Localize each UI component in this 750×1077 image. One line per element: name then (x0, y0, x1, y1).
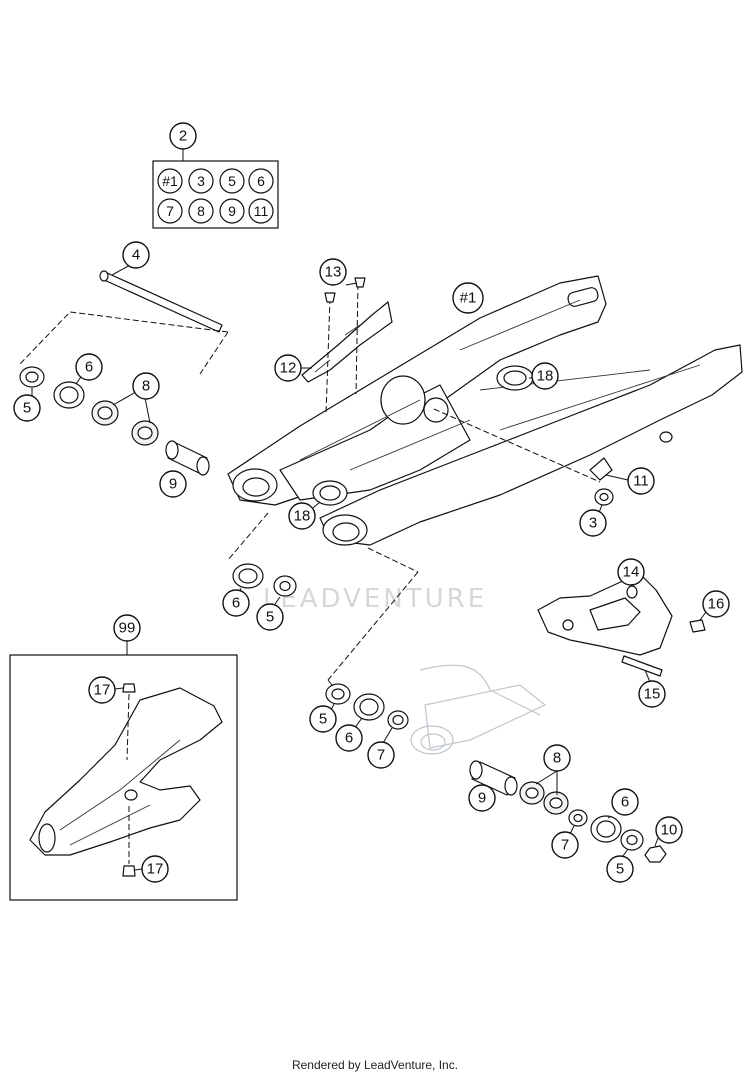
svg-text:5: 5 (266, 609, 274, 626)
pivot-stack-lower-left (227, 512, 419, 605)
kit-item-7[interactable]: 9 (219, 198, 245, 224)
callout-bolt-15[interactable]: 15 (638, 680, 666, 708)
callout-frame-1[interactable]: #1 (452, 282, 484, 314)
svg-text:11: 11 (254, 203, 269, 219)
svg-text:3: 3 (197, 173, 205, 189)
callout-nut-10[interactable]: 10 (655, 816, 683, 844)
svg-text:6: 6 (232, 595, 240, 612)
kit-item-8[interactable]: 11 (248, 198, 274, 224)
callout-bush-5c[interactable]: 5 (309, 705, 337, 733)
svg-text:17: 17 (147, 861, 164, 878)
svg-text:6: 6 (621, 794, 629, 811)
svg-text:#1: #1 (460, 290, 477, 307)
pivot-stack-lower-right (325, 683, 667, 863)
callout-bush-3[interactable]: 3 (579, 509, 607, 537)
svg-text:5: 5 (23, 400, 31, 417)
callout-seal-6b[interactable]: 6 (222, 589, 250, 617)
svg-text:8: 8 (197, 203, 205, 219)
callout-seal-6a[interactable]: 6 (75, 353, 103, 381)
callout-pin-4[interactable]: 4 (122, 241, 150, 269)
callout-bush-5a[interactable]: 5 (13, 394, 41, 422)
callout-bearing-8b[interactable]: 8 (543, 744, 571, 772)
svg-text:6: 6 (85, 359, 93, 376)
svg-text:5: 5 (616, 861, 624, 878)
swingarm-frame-part (227, 275, 743, 546)
kit-item-1[interactable]: #1 (157, 168, 183, 194)
svg-text:9: 9 (228, 203, 236, 219)
callout-bush-5b[interactable]: 5 (256, 603, 284, 631)
svg-text:6: 6 (257, 173, 265, 189)
callout-bush-18a[interactable]: 18 (531, 362, 559, 390)
svg-text:3: 3 (589, 515, 597, 532)
callout-sleeve-9b[interactable]: 9 (468, 784, 496, 812)
svg-text:9: 9 (169, 476, 177, 493)
callout-sleeve-9a[interactable]: 9 (159, 470, 187, 498)
svg-text:10: 10 (661, 822, 678, 839)
svg-text:9: 9 (478, 790, 486, 807)
chain-slider-plate-part (301, 277, 393, 415)
swingarm-ghost-outline (410, 664, 547, 755)
svg-text:13: 13 (325, 264, 342, 281)
callout-bolt-13[interactable]: 13 (319, 258, 347, 286)
watermark-text: LEADVENTURE (263, 584, 487, 614)
pivot-axis-line (433, 408, 601, 483)
callout-screw-16[interactable]: 16 (702, 590, 730, 618)
callout-bush-5d[interactable]: 5 (606, 855, 634, 883)
callout-plate-12[interactable]: 12 (274, 354, 302, 382)
svg-text:8: 8 (142, 378, 150, 395)
kit-box: #1 3 5 6 7 8 9 11 (152, 149, 279, 229)
footer-credit: Rendered by LeadVenture, Inc. (291, 1058, 459, 1072)
kit-item-4[interactable]: 6 (248, 168, 274, 194)
svg-text:8: 8 (553, 750, 561, 767)
callout-guide-14[interactable]: 14 (617, 558, 645, 586)
callout-washer-7a[interactable]: 7 (367, 741, 395, 769)
callout-washer-7b[interactable]: 7 (551, 831, 579, 859)
callout-seal-6d[interactable]: 6 (611, 788, 639, 816)
bush-18-parts (312, 365, 534, 509)
svg-text:6: 6 (345, 730, 353, 747)
callout-ring-11[interactable]: 11 (627, 467, 655, 495)
svg-text:7: 7 (561, 837, 569, 854)
callout-seal-6c[interactable]: 6 (335, 724, 363, 752)
callout-screw-17b[interactable]: 17 (141, 855, 169, 883)
svg-text:11: 11 (633, 473, 649, 490)
chain-guide-part (537, 573, 707, 683)
accessory-box (9, 641, 238, 901)
assembly-bracket-upper (17, 311, 229, 375)
svg-text:2: 2 (179, 128, 187, 145)
svg-text:18: 18 (294, 508, 311, 525)
pivot-stack-left (19, 366, 210, 476)
kit-item-2[interactable]: 3 (188, 168, 214, 194)
svg-text:18: 18 (537, 368, 554, 385)
svg-text:12: 12 (280, 360, 297, 377)
kit-item-3[interactable]: 5 (219, 168, 245, 194)
svg-text:16: 16 (708, 596, 725, 613)
svg-text:17: 17 (94, 682, 111, 699)
svg-text:99: 99 (119, 620, 136, 637)
svg-text:14: 14 (623, 564, 640, 581)
callout-kit-2[interactable]: 2 (169, 122, 197, 150)
svg-text:7: 7 (377, 747, 385, 764)
bush-3-ring-11-parts (594, 474, 629, 516)
kit-item-5[interactable]: 7 (157, 198, 183, 224)
svg-text:5: 5 (228, 173, 236, 189)
kit-item-6[interactable]: 8 (188, 198, 214, 224)
svg-text:5: 5 (319, 711, 327, 728)
pivot-pin-part (99, 263, 223, 333)
svg-text:15: 15 (644, 686, 661, 703)
callout-accessory-99[interactable]: 99 (113, 614, 141, 642)
callout-bearing-8a[interactable]: 8 (132, 372, 160, 400)
svg-text:7: 7 (166, 203, 174, 219)
callout-bush-18b[interactable]: 18 (288, 502, 316, 530)
svg-text:#1: #1 (162, 173, 178, 189)
svg-text:4: 4 (132, 247, 140, 264)
callout-screw-17a[interactable]: 17 (88, 676, 116, 704)
